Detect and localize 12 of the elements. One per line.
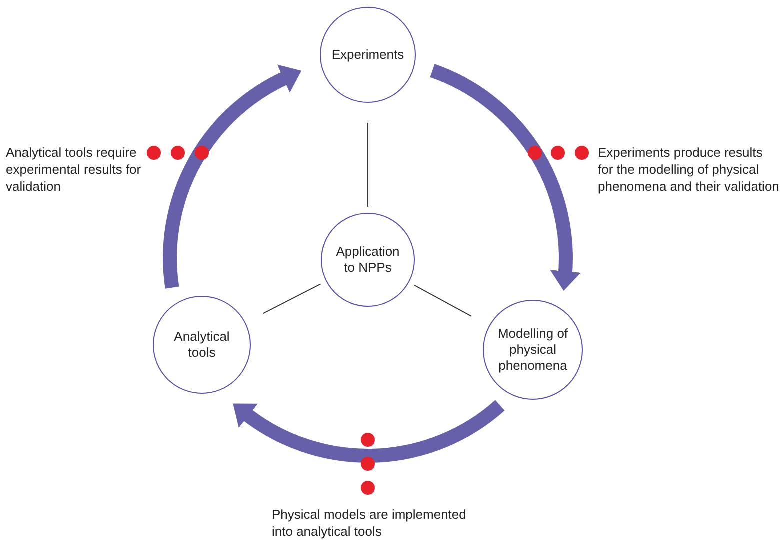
- connector-line: [262, 284, 322, 314]
- annotation-text: Experiments produce results for the modelling of physical phenomena and their validation: [598, 144, 780, 195]
- curved-arrow: [232, 400, 504, 463]
- annotation-text: Physical models are implemented into analytical tools: [272, 506, 468, 540]
- annotation-text: Analytical tools require experimental results for validation: [6, 144, 142, 195]
- node-label: Modelling of physical phenomena: [496, 326, 570, 374]
- connector-line: [414, 284, 472, 317]
- curved-arrow: [163, 65, 302, 288]
- node-label: Analytical tools: [173, 329, 231, 361]
- curved-arrow: [430, 64, 581, 292]
- node-label: Experiments: [330, 47, 406, 63]
- node-label: Application to NPPs: [335, 244, 401, 276]
